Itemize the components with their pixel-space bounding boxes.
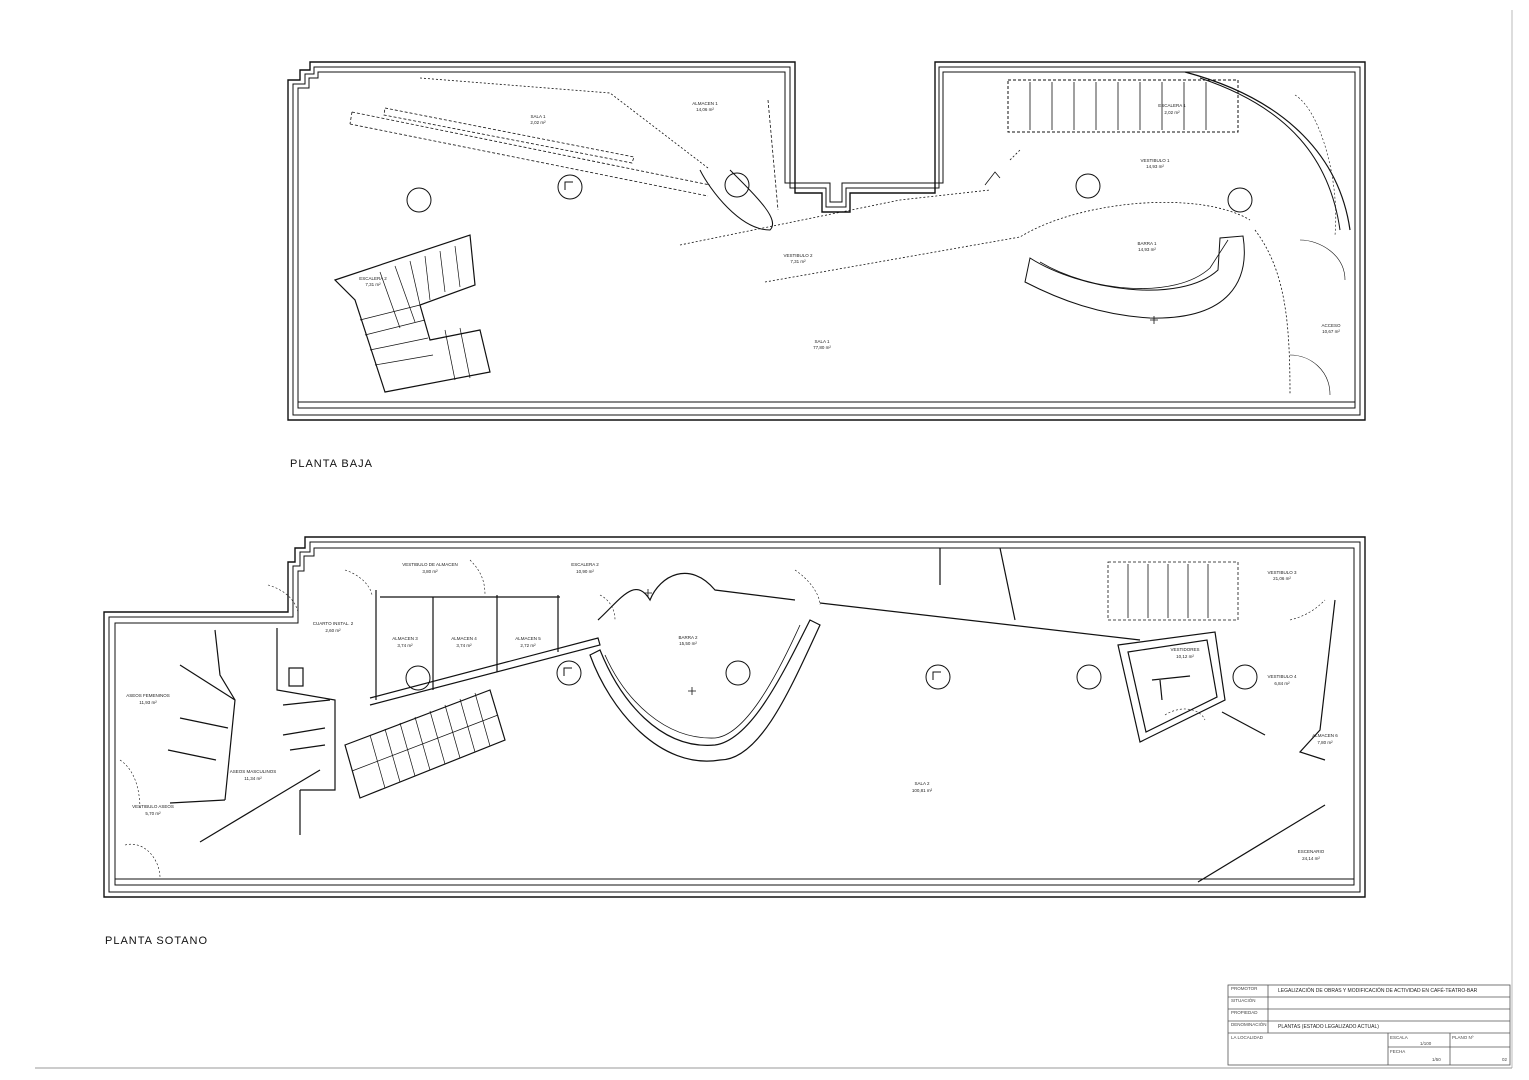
- tb-promotor-label: PROMOTOR: [1231, 986, 1258, 991]
- tb-escala-label: ESCALA: [1390, 1035, 1408, 1040]
- gf-room-0-name: SALA 1: [530, 114, 546, 119]
- gf-room-0-area: 2,02 m²: [530, 120, 546, 125]
- tb-situacion-label: SITUACIÓN: [1231, 998, 1256, 1003]
- bs-room-5-area: 2,72 m²: [520, 643, 536, 648]
- tb-localidad-label: LA LOCALIDAD: [1231, 1035, 1264, 1040]
- bs-room-11-name: ASEOS MASCULINOS: [230, 769, 277, 774]
- tb-project-text: LEGALIZACIÓN DE OBRAS Y MODIFICACIÓN DE …: [1278, 988, 1478, 994]
- gf-room-6-area: 7,31 m²: [365, 282, 381, 287]
- bs-room-7-area: 21,06 m²: [1273, 576, 1291, 581]
- tb-plano-text: PLANTAS (ESTADO LEGALIZADO ACTUAL): [1278, 1024, 1379, 1030]
- ground-floor-plan: [287, 61, 1366, 421]
- bs-room-6-name: BARRA 2: [678, 635, 698, 640]
- basement-room-labels: VESTIBULO DE ALMACEN 3,80 m² ESCALERA 2 …: [126, 562, 1338, 861]
- bs-room-13-name: ALMACEN 6: [1312, 733, 1338, 738]
- tb-plano-num-label: PLANO Nº: [1452, 1035, 1474, 1040]
- bs-room-0-name: VESTIBULO DE ALMACEN: [402, 562, 458, 567]
- gf-room-6-name: ESCALERA 2: [359, 276, 387, 281]
- bs-room-14-area: 100,81 m²: [912, 788, 933, 793]
- tb-plano-label: DENOMINACIÓN: [1231, 1022, 1267, 1027]
- tb-propiedad-label: PROPIEDAD: [1231, 1010, 1258, 1015]
- ground-floor-room-labels: SALA 1 2,02 m² ALMACEN 1 14,06 m² ESCALE…: [359, 101, 1341, 350]
- gf-room-1-area: 14,06 m²: [696, 107, 714, 112]
- gf-room-8-name: ACCESO: [1321, 323, 1341, 328]
- bs-room-8-area: 10,12 m²: [1176, 654, 1194, 659]
- bs-room-2-area: 2,60 m²: [325, 628, 341, 633]
- bs-room-11-area: 11,34 m²: [244, 776, 262, 781]
- bs-room-9-area: 6,84 m²: [1274, 681, 1290, 686]
- gf-room-4-name: VESTIBULO 2: [783, 253, 813, 258]
- bs-room-3-area: 3,74 m²: [397, 643, 413, 648]
- tb-escala-value: 1/100: [1420, 1041, 1432, 1046]
- gf-room-5-area: 14,93 m²: [1138, 247, 1156, 252]
- bs-room-2-name: CUARTO INSTAL. 2: [313, 621, 354, 626]
- bs-room-4-area: 3,74 m²: [456, 643, 472, 648]
- bs-room-5-name: ALMACEN 5: [515, 636, 541, 641]
- gf-room-3-area: 14,93 m²: [1146, 164, 1164, 169]
- bs-room-14-name: SALA 2: [914, 781, 930, 786]
- basement-title: PLANTA SOTANO: [105, 935, 209, 947]
- tb-plano-num-value: 02: [1502, 1057, 1508, 1062]
- gf-room-5-name: BARRA 1: [1137, 241, 1157, 246]
- title-block: [1227, 984, 1511, 1066]
- bs-room-12-name: VESTIBULO ASEOS: [132, 804, 174, 809]
- gf-room-3-name: VESTIBULO 1: [1140, 158, 1170, 163]
- gf-room-7-area: 77,80 m²: [813, 345, 831, 350]
- bs-room-1-name: ESCALERA 2: [571, 562, 599, 567]
- gf-room-4-area: 7,31 m²: [790, 259, 806, 264]
- bs-room-0-area: 3,80 m²: [422, 569, 438, 574]
- ground-floor-title: PLANTA BAJA: [290, 458, 373, 470]
- gf-room-2-name: ESCALERA 1: [1158, 103, 1186, 108]
- tb-fecha-label: FECHA: [1390, 1049, 1406, 1054]
- bs-room-1-area: 10,90 m²: [576, 569, 594, 574]
- bs-room-10-area: 11,93 m²: [139, 700, 157, 705]
- bs-room-4-name: ALMACEN 4: [451, 636, 477, 641]
- tb-fecha-value: 1/50: [1432, 1057, 1441, 1062]
- gf-room-8-area: 10,67 m²: [1322, 329, 1340, 334]
- bs-room-6-area: 15,50 m²: [679, 641, 697, 646]
- gf-room-2-area: 2,02 m²: [1164, 110, 1180, 115]
- bs-room-15-area: 24,14 m²: [1302, 856, 1320, 861]
- bs-room-12-area: 5,70 m²: [145, 811, 161, 816]
- bs-room-3-name: ALMACEN 3: [392, 636, 418, 641]
- gf-room-7-name: SALA 1: [814, 339, 830, 344]
- bs-room-7-name: VESTIBULO 3: [1267, 570, 1297, 575]
- bs-room-13-area: 7,80 m²: [1317, 740, 1333, 745]
- bs-room-8-name: VESTIDORES: [1170, 647, 1199, 652]
- basement-plan: [103, 316, 1366, 898]
- bs-room-15-name: ESCENARIO: [1298, 849, 1325, 854]
- gf-room-1-name: ALMACEN 1: [692, 101, 718, 106]
- bs-room-9-name: VESTIBULO 4: [1267, 674, 1297, 679]
- bs-room-10-name: ASEOS FEMENINOS: [126, 693, 170, 698]
